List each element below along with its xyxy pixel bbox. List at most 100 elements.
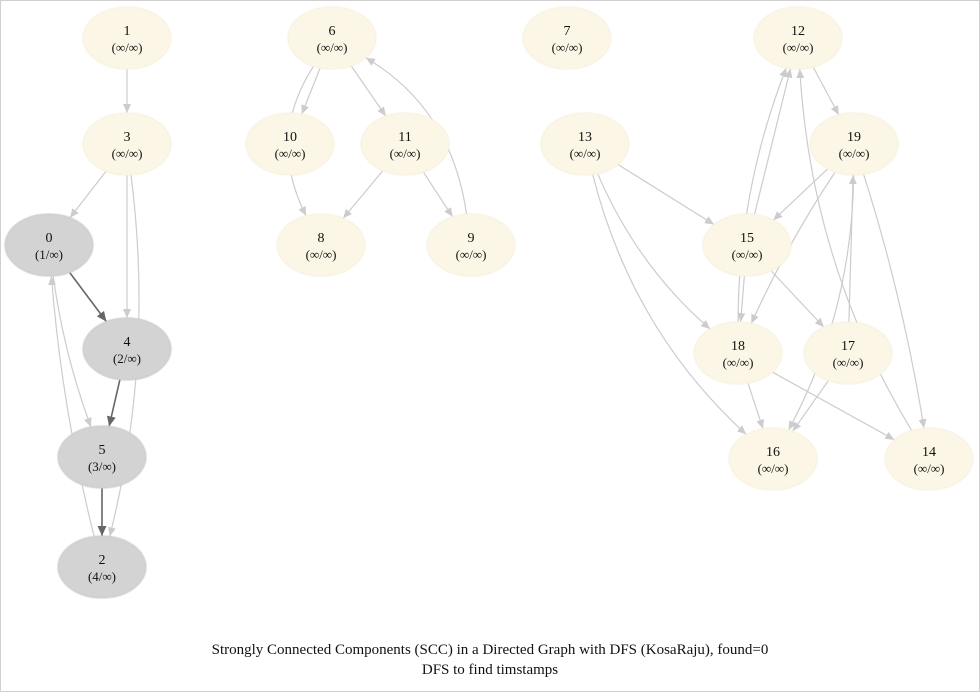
node-4-timestamp: (2/∞) [113, 351, 141, 366]
node-7-label: 7 [564, 24, 571, 39]
node-13-timestamp: (∞/∞) [570, 146, 601, 161]
edge-13-to-18 [597, 173, 711, 330]
node-2-timestamp: (4/∞) [88, 569, 116, 584]
node-6: 6(∞/∞) [287, 6, 377, 70]
node-17: 17(∞/∞) [803, 321, 893, 385]
node-8-shape [276, 213, 366, 277]
node-1-shape [82, 6, 172, 70]
edge-18-to-14 [772, 371, 895, 441]
node-14-shape [884, 427, 974, 491]
node-12: 12(∞/∞) [753, 6, 843, 70]
edge-4-to-5 [106, 379, 121, 427]
node-16-shape [728, 427, 818, 491]
node-9: 9(∞/∞) [426, 213, 516, 277]
node-15-shape [702, 213, 792, 277]
node-11: 11(∞/∞) [360, 112, 450, 176]
node-5-timestamp: (3/∞) [88, 459, 116, 474]
edge-14-to-12 [796, 68, 913, 431]
node-0-label: 0 [46, 231, 53, 246]
node-15-timestamp: (∞/∞) [732, 247, 763, 262]
node-1-label: 1 [124, 24, 131, 39]
node-4-label: 4 [124, 335, 131, 350]
node-19-label: 19 [847, 130, 861, 145]
node-12-timestamp: (∞/∞) [783, 40, 814, 55]
node-10-label: 10 [283, 130, 297, 145]
node-6-label: 6 [329, 24, 336, 39]
node-17-shape [803, 321, 893, 385]
node-16-timestamp: (∞/∞) [758, 461, 789, 476]
edge-13-to-15 [617, 163, 715, 226]
node-5: 5(3/∞) [57, 425, 147, 489]
node-2: 2(4/∞) [57, 535, 147, 599]
node-2-label: 2 [99, 553, 106, 568]
edge-0-to-4 [68, 271, 108, 323]
node-15-label: 15 [740, 231, 754, 246]
node-8-label: 8 [318, 231, 325, 246]
edge-15-to-12 [753, 68, 793, 215]
node-0: 0(1/∞) [4, 213, 94, 277]
node-13-label: 13 [578, 130, 592, 145]
node-12-shape [753, 6, 843, 70]
node-7: 7(∞/∞) [522, 6, 612, 70]
node-10-shape [245, 112, 335, 176]
node-4: 4(2/∞) [82, 317, 172, 381]
node-10: 10(∞/∞) [245, 112, 335, 176]
edge-18-to-16 [747, 383, 764, 429]
edge-2-to-0 [48, 275, 95, 537]
edge-18-to-12 [737, 67, 787, 323]
node-19-timestamp: (∞/∞) [839, 146, 870, 161]
node-13: 13(∞/∞) [540, 112, 630, 176]
edge-11-to-8 [342, 170, 384, 219]
node-17-label: 17 [841, 339, 855, 354]
node-13-shape [540, 112, 630, 176]
node-6-timestamp: (∞/∞) [317, 40, 348, 55]
edge-17-to-19 [848, 174, 857, 323]
node-17-timestamp: (∞/∞) [833, 355, 864, 370]
edge-17-to-16 [792, 380, 829, 432]
node-14: 14(∞/∞) [884, 427, 974, 491]
node-3: 3(∞/∞) [82, 112, 172, 176]
node-18-timestamp: (∞/∞) [723, 355, 754, 370]
edge-6-to-11 [350, 65, 387, 117]
node-2-shape [57, 535, 147, 599]
node-12-label: 12 [791, 24, 805, 39]
node-8: 8(∞/∞) [276, 213, 366, 277]
node-5-label: 5 [99, 443, 106, 458]
node-3-timestamp: (∞/∞) [112, 146, 143, 161]
edge-12-to-19 [812, 66, 840, 116]
node-0-timestamp: (1/∞) [35, 247, 63, 262]
node-18: 18(∞/∞) [693, 321, 783, 385]
node-7-shape [522, 6, 612, 70]
edge-19-to-14 [863, 174, 927, 429]
node-6-shape [287, 6, 377, 70]
graph-caption-title: Strongly Connected Components (SCC) in a… [211, 642, 769, 658]
node-18-label: 18 [731, 339, 745, 354]
node-11-shape [360, 112, 450, 176]
node-15: 15(∞/∞) [702, 213, 792, 277]
nodes-layer: 0(1/∞)1(∞/∞)2(4/∞)3(∞/∞)4(2/∞)5(3/∞)6(∞/… [4, 6, 974, 599]
graph-caption-subtitle: DFS to find timstamps [421, 662, 559, 678]
node-16: 16(∞/∞) [728, 427, 818, 491]
node-18-shape [693, 321, 783, 385]
node-9-timestamp: (∞/∞) [456, 247, 487, 262]
edge-19-to-15 [772, 168, 829, 221]
node-9-shape [426, 213, 516, 277]
edge-3-to-0 [69, 170, 107, 219]
node-11-label: 11 [398, 130, 411, 145]
node-16-label: 16 [766, 445, 780, 460]
edge-6-to-10 [301, 67, 321, 115]
node-9-label: 9 [468, 231, 475, 246]
node-3-label: 3 [124, 130, 131, 145]
node-10-timestamp: (∞/∞) [275, 146, 306, 161]
node-4-shape [82, 317, 172, 381]
node-5-shape [57, 425, 147, 489]
node-19: 19(∞/∞) [809, 112, 899, 176]
edge-15-to-17 [770, 270, 825, 328]
edge-0-to-5 [52, 275, 92, 428]
edge-15-to-18 [737, 275, 746, 323]
node-14-label: 14 [922, 445, 936, 460]
edge-11-to-9 [422, 171, 454, 218]
node-11-timestamp: (∞/∞) [390, 146, 421, 161]
node-1: 1(∞/∞) [82, 6, 172, 70]
